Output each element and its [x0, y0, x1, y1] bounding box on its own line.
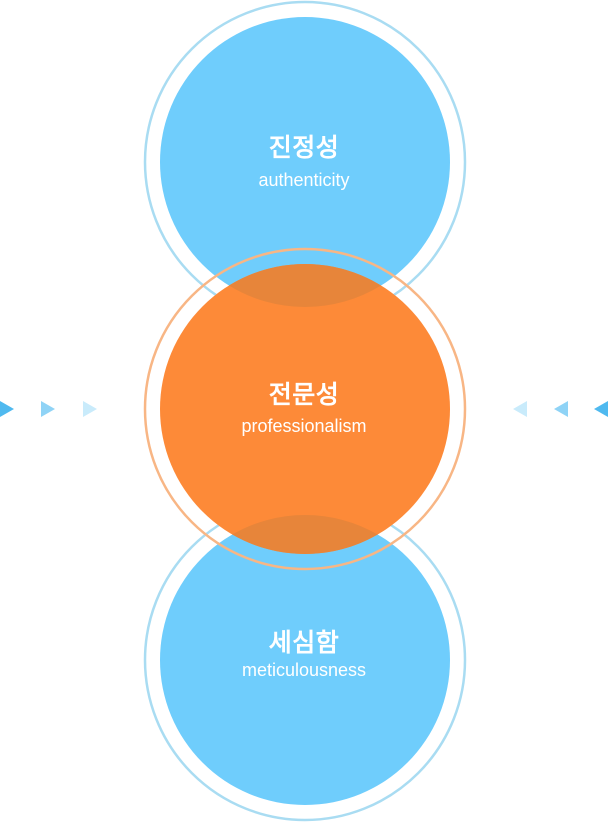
middle-circle-ring — [143, 247, 467, 571]
arrow-left-2 — [41, 401, 55, 417]
arrow-right-3 — [594, 401, 608, 417]
arrow-left-1 — [0, 401, 14, 417]
bottom-circle — [160, 515, 450, 805]
arrow-left-3 — [83, 401, 97, 417]
overlap-top-middle — [229, 264, 381, 307]
top-circle — [160, 17, 450, 307]
arrow-right-2 — [554, 401, 568, 417]
middle-circle — [160, 264, 450, 554]
arrow-right-1 — [513, 401, 527, 417]
overlap-middle-bottom — [232, 515, 378, 555]
